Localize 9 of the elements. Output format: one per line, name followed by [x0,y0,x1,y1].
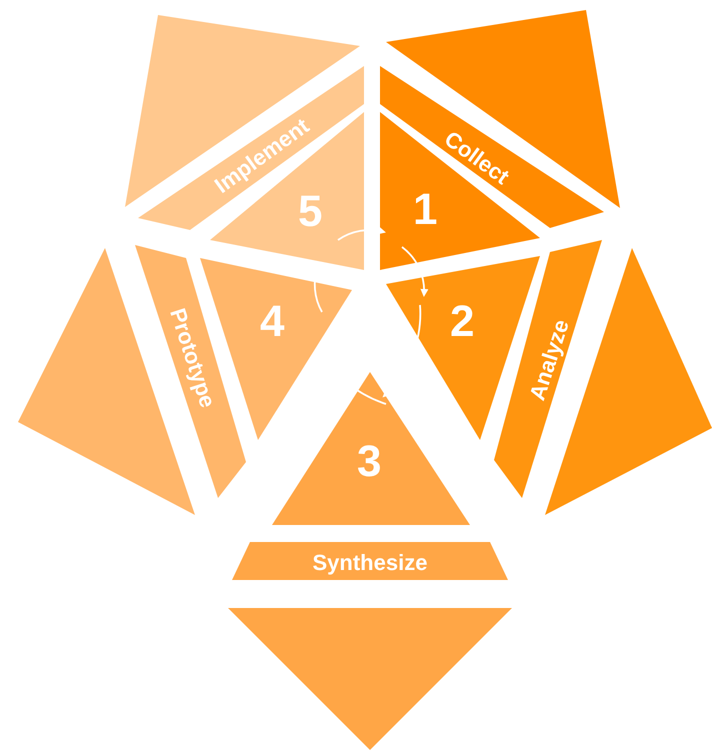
step-number: 3 [357,440,382,484]
cycle-arrow [382,305,422,398]
step-number: 2 [450,300,474,344]
stage-label: Analyze [526,317,572,403]
cycle-arrow [338,226,386,241]
step-number: 5 [298,190,322,234]
step-number: 4 [260,300,284,344]
step-number: 1 [413,188,438,232]
stage-label: Synthesize [312,552,428,574]
